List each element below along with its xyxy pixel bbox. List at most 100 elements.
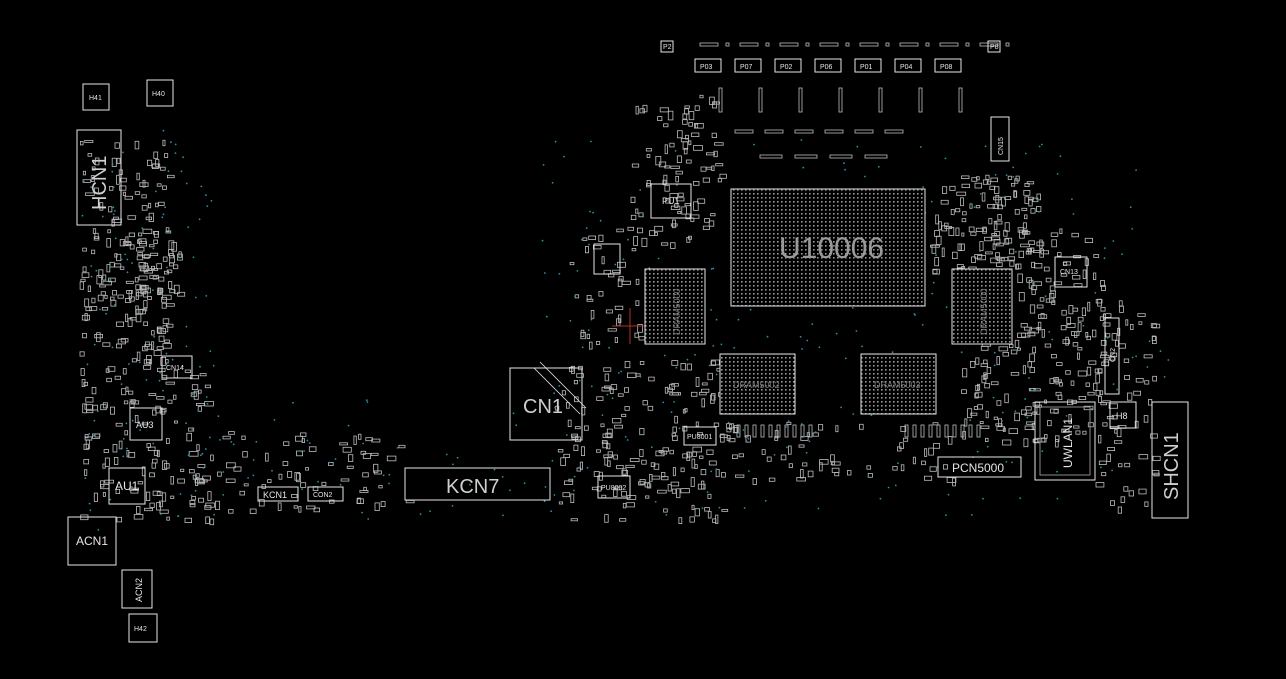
smd-part xyxy=(84,469,88,476)
part-p01[interactable]: P01 xyxy=(854,58,882,73)
smd-part xyxy=(249,508,257,514)
kcn7-connector[interactable]: KCN7 xyxy=(404,467,551,501)
cn1-connector[interactable]: CN1 xyxy=(509,367,583,441)
smd-part xyxy=(1099,390,1104,396)
part-p02[interactable]: P02 xyxy=(774,58,802,73)
cn13-connector[interactable]: CN13 xyxy=(1054,256,1088,288)
con2-connector[interactable]: CON2 xyxy=(307,486,344,502)
pu1-chip[interactable]: PU1 xyxy=(650,183,692,219)
uwlan1-module[interactable]: UWLAN1 xyxy=(1034,401,1096,481)
via xyxy=(747,438,750,440)
smd-part xyxy=(949,185,956,191)
part-p04[interactable]: P04 xyxy=(894,58,922,73)
smd-part xyxy=(736,424,741,438)
smd-part xyxy=(707,493,712,499)
smd-part xyxy=(664,165,671,169)
smd-part xyxy=(979,42,999,47)
smd-part xyxy=(713,422,720,427)
part-p-left[interactable]: P2 xyxy=(660,40,674,53)
smd-part xyxy=(617,261,626,268)
dram-right-chip[interactable]: DRAM5000 xyxy=(951,268,1013,345)
dram-bottom-left-chip[interactable]: DRAM5002 xyxy=(719,353,796,415)
part-p08[interactable]: P08 xyxy=(934,58,962,73)
smd-part xyxy=(1055,435,1060,442)
h42-hole[interactable]: H42 xyxy=(128,613,158,643)
smd-part xyxy=(138,262,147,268)
via xyxy=(129,399,132,401)
smd-part xyxy=(649,230,655,236)
p07-label: P07 xyxy=(740,64,753,71)
smd-part xyxy=(80,140,84,146)
pcn5000-connector[interactable]: PCN5000 xyxy=(937,456,1022,478)
smd-part xyxy=(630,196,636,203)
shcn1-connector[interactable]: SHCN1 xyxy=(1151,401,1189,519)
smd-part xyxy=(566,402,570,409)
smd-part xyxy=(688,235,692,240)
smd-part xyxy=(622,468,627,475)
smd-part xyxy=(169,289,176,294)
u10006-cpu[interactable]: U10006 xyxy=(730,188,926,307)
smd-part xyxy=(568,478,574,482)
smd-part xyxy=(328,461,334,466)
via xyxy=(1163,376,1166,378)
cn14-connector[interactable]: CN14 xyxy=(161,355,193,379)
part-p06[interactable]: P06 xyxy=(814,58,842,73)
acn2-connector[interactable]: ACN2 xyxy=(121,569,153,609)
smd-part xyxy=(604,373,610,382)
smd-part xyxy=(340,478,350,482)
smd-part xyxy=(136,292,143,297)
smd-part xyxy=(618,276,624,282)
part-p-right[interactable]: P8 xyxy=(987,40,1001,53)
au1-chip[interactable]: AU1 xyxy=(108,467,146,505)
smd-part xyxy=(996,262,1003,268)
smd-part xyxy=(186,432,193,442)
smd-part xyxy=(934,230,940,237)
smd-part xyxy=(660,450,668,455)
dram-bottom-right-chip[interactable]: DRAM5003 xyxy=(860,353,937,415)
via xyxy=(922,186,924,189)
smd-part xyxy=(1055,377,1059,385)
hcn1-connector[interactable]: HCN1 xyxy=(76,129,122,226)
h40-hole[interactable]: H40 xyxy=(146,79,174,107)
smd-part xyxy=(961,389,967,394)
smd-part xyxy=(692,446,703,453)
via xyxy=(469,483,471,486)
smd-part xyxy=(162,318,170,324)
via xyxy=(198,218,201,221)
pu8002-chip[interactable]: PU8002 xyxy=(597,475,631,499)
h41-hole[interactable]: H41 xyxy=(82,83,110,111)
smd-part xyxy=(117,338,126,345)
pu8001-chip[interactable]: PU8001 xyxy=(683,426,717,446)
smd-part xyxy=(1040,250,1049,255)
acn1-connector[interactable]: ACN1 xyxy=(67,516,117,566)
smd-part xyxy=(353,435,357,445)
via xyxy=(155,190,157,193)
smd-part xyxy=(988,218,993,225)
smd-part xyxy=(191,495,196,501)
via xyxy=(187,454,190,456)
smd-part xyxy=(129,244,135,250)
cn2-connector[interactable]: CN2 xyxy=(1104,317,1120,395)
part-p03[interactable]: P03 xyxy=(694,58,722,73)
via xyxy=(706,491,709,493)
smd-part xyxy=(177,291,186,297)
part-p07[interactable]: P07 xyxy=(734,58,762,73)
smd-part xyxy=(920,424,925,438)
smd-part xyxy=(1001,196,1006,207)
h8-hole[interactable]: H8 xyxy=(1109,401,1137,429)
smd-part xyxy=(1028,387,1036,392)
au3-chip[interactable]: AU3 xyxy=(129,407,163,441)
smd-part xyxy=(670,242,676,249)
smd-part xyxy=(955,208,961,213)
dram-left-chip[interactable]: DRAM5000 xyxy=(644,268,706,345)
kcn1-connector[interactable]: KCN1 xyxy=(257,486,299,502)
cn15-connector[interactable]: CN15 xyxy=(990,116,1010,162)
smd-part xyxy=(134,414,139,423)
smd-part xyxy=(102,491,106,497)
via xyxy=(802,166,805,169)
smd-part xyxy=(1029,247,1035,253)
smd-part xyxy=(141,254,151,259)
via xyxy=(802,435,805,437)
smd-part xyxy=(701,382,708,386)
